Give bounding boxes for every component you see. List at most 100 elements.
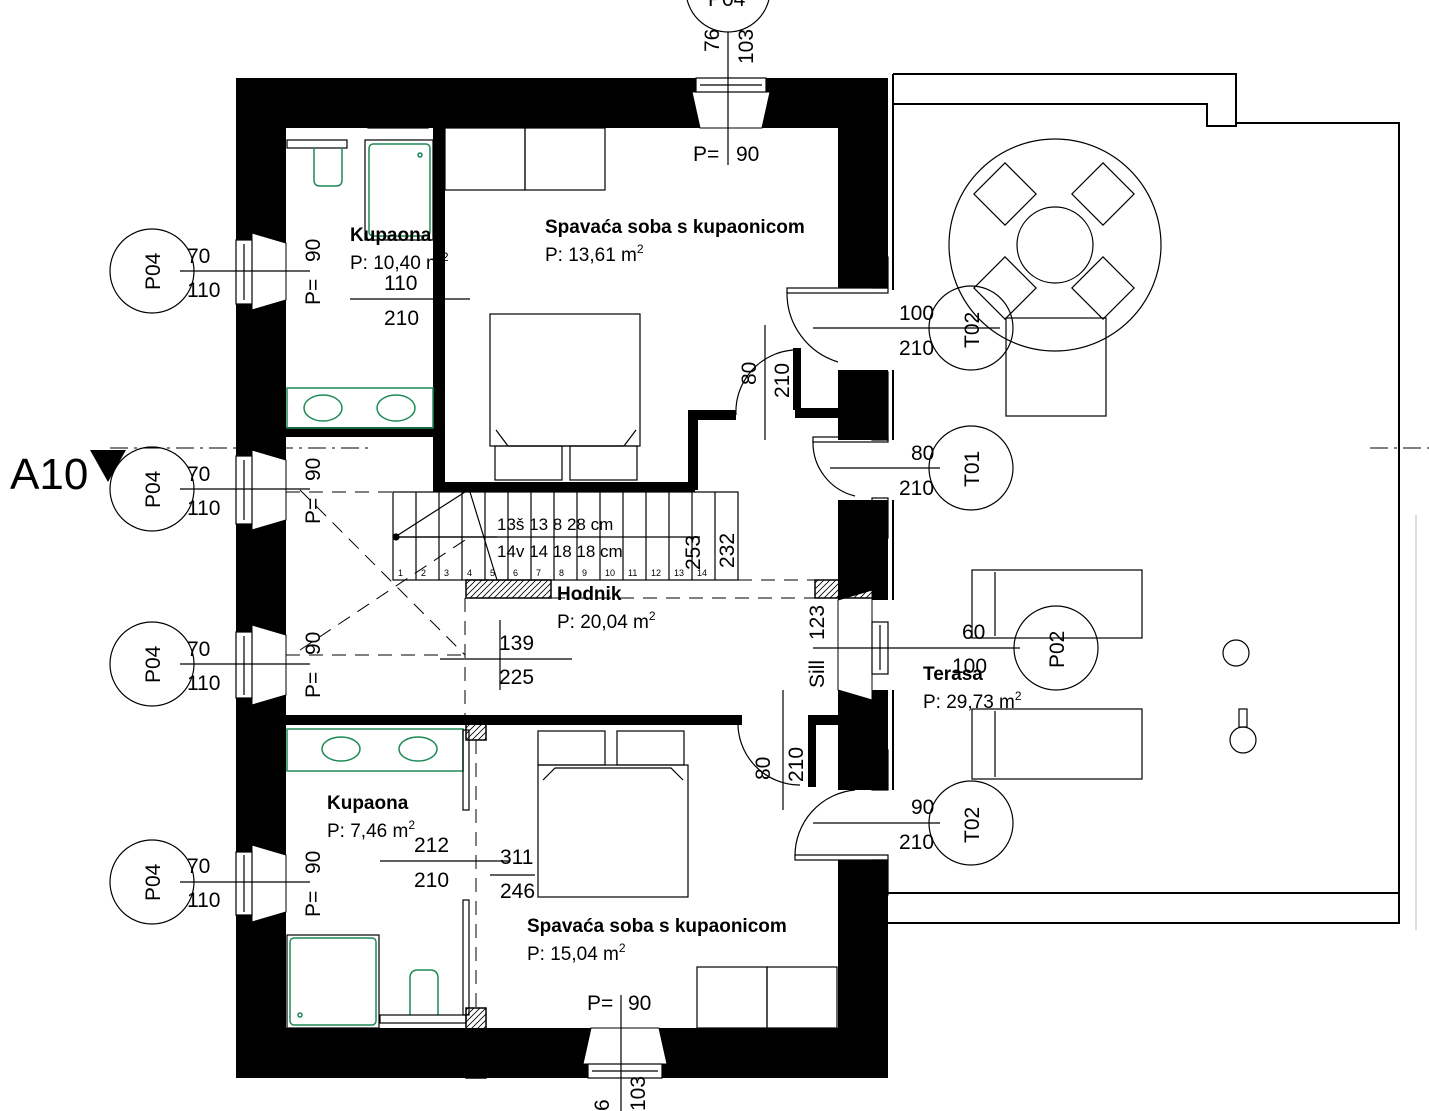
svg-text:Spavaća soba s kupaonicom: Spavaća soba s kupaonicom bbox=[527, 916, 787, 937]
svg-text:P04: P04 bbox=[142, 470, 165, 508]
stair-step-numbers: 1 2 3 4 5 6 7 8 9 10 11 12 13 14 bbox=[398, 568, 707, 578]
dimension-labels: 76 103 P= 90 70 110 P= 90 70 110 P= 90 7… bbox=[180, 29, 1020, 1111]
svg-text:110: 110 bbox=[187, 889, 220, 912]
svg-text:T02: T02 bbox=[961, 312, 984, 348]
sun-loungers bbox=[971, 569, 1257, 780]
svg-text:100: 100 bbox=[899, 302, 934, 325]
grid-axis bbox=[90, 447, 1429, 482]
svg-text:60: 60 bbox=[962, 621, 985, 644]
svg-text:103: 103 bbox=[627, 1076, 650, 1111]
tag-top-cut: P04 bbox=[686, 0, 770, 33]
svg-text:123: 123 bbox=[806, 605, 829, 640]
svg-text:90: 90 bbox=[911, 796, 934, 819]
svg-text:Sill: Sill bbox=[806, 660, 829, 688]
stairs-spec-line-1: 13š 13 8 28 cm bbox=[497, 515, 613, 534]
svg-text:P: 20,04 m2: P: 20,04 m2 bbox=[557, 609, 656, 633]
svg-text:110: 110 bbox=[187, 497, 220, 520]
svg-text:2: 2 bbox=[421, 568, 426, 578]
svg-text:139: 139 bbox=[499, 632, 534, 655]
svg-text:90: 90 bbox=[736, 143, 759, 166]
svg-text:90: 90 bbox=[302, 632, 325, 655]
svg-text:210: 210 bbox=[771, 363, 794, 398]
svg-text:80: 80 bbox=[738, 362, 761, 385]
svg-text:P: 7,46 m2: P: 7,46 m2 bbox=[327, 818, 415, 842]
doors bbox=[735, 256, 889, 896]
svg-text:P=: P= bbox=[302, 672, 325, 698]
bedroom-bottom-fixtures bbox=[537, 730, 838, 1029]
svg-text:13: 13 bbox=[674, 568, 684, 578]
svg-text:70: 70 bbox=[187, 638, 210, 661]
svg-text:311: 311 bbox=[500, 846, 533, 869]
room-label-bedroom-top: Spavaća soba s kupaonicom P: 13,61 m2 bbox=[545, 217, 805, 266]
svg-text:P: 13,61 m2: P: 13,61 m2 bbox=[545, 242, 644, 266]
svg-text:210: 210 bbox=[384, 307, 419, 330]
section-marker-label: A10 bbox=[10, 450, 88, 499]
svg-text:110: 110 bbox=[384, 272, 417, 295]
svg-text:Kupaona: Kupaona bbox=[350, 225, 432, 246]
bedroom-top-fixtures bbox=[444, 127, 641, 481]
svg-text:P02: P02 bbox=[1046, 631, 1069, 668]
room-label-hallway: Hodnik P: 20,04 m2 bbox=[557, 584, 656, 633]
section-triangle-icon bbox=[90, 450, 126, 482]
stairs-spec-line-2: 14v 14 18 18 cm bbox=[497, 542, 623, 561]
tag-t02-bottom: T02 bbox=[928, 780, 1014, 866]
room-label-bedroom-bottom: Spavaća soba s kupaonicom P: 15,04 m2 bbox=[527, 916, 787, 965]
svg-text:Hodnik: Hodnik bbox=[557, 584, 622, 605]
svg-text:103: 103 bbox=[735, 29, 758, 64]
svg-text:11: 11 bbox=[628, 568, 637, 578]
svg-text:90: 90 bbox=[628, 992, 651, 1015]
svg-text:P04: P04 bbox=[708, 0, 746, 11]
svg-text:8: 8 bbox=[559, 568, 564, 578]
svg-text:P: 29,73 m2: P: 29,73 m2 bbox=[923, 689, 1022, 713]
svg-text:P=: P= bbox=[693, 143, 719, 166]
staircase bbox=[392, 491, 739, 581]
hallway-dashed-lines bbox=[286, 489, 838, 1008]
svg-text:80: 80 bbox=[911, 442, 934, 465]
svg-text:P=: P= bbox=[302, 498, 325, 524]
room-label-terrace: Terasa P: 29,73 m2 bbox=[923, 664, 1022, 713]
bath-bottom-fixtures bbox=[286, 728, 470, 1029]
svg-text:T01: T01 bbox=[961, 451, 984, 487]
svg-text:10: 10 bbox=[605, 568, 615, 578]
svg-text:Kupaona: Kupaona bbox=[327, 793, 409, 814]
svg-text:210: 210 bbox=[785, 747, 808, 782]
svg-text:212: 212 bbox=[414, 834, 449, 857]
svg-text:76: 76 bbox=[701, 29, 724, 52]
svg-text:70: 70 bbox=[187, 463, 210, 486]
svg-text:P04: P04 bbox=[142, 863, 165, 901]
exterior-walls bbox=[236, 78, 888, 1078]
svg-text:210: 210 bbox=[899, 831, 934, 854]
svg-text:100: 100 bbox=[952, 655, 987, 678]
svg-text:14: 14 bbox=[697, 568, 707, 578]
hatched-walls bbox=[465, 579, 886, 1079]
tag-p02: P02 bbox=[1013, 605, 1099, 691]
terrace-table-set bbox=[948, 138, 1162, 417]
svg-text:210: 210 bbox=[899, 477, 934, 500]
svg-text:210: 210 bbox=[414, 869, 449, 892]
svg-text:P: 15,04 m2: P: 15,04 m2 bbox=[527, 941, 626, 965]
svg-text:70: 70 bbox=[187, 855, 210, 878]
svg-text:90: 90 bbox=[302, 851, 325, 874]
svg-text:P=: P= bbox=[302, 279, 325, 305]
svg-text:110: 110 bbox=[187, 672, 220, 695]
svg-text:7: 7 bbox=[536, 568, 541, 578]
svg-text:P04: P04 bbox=[142, 645, 165, 683]
svg-text:70: 70 bbox=[187, 245, 210, 268]
svg-text:Terasa: Terasa bbox=[923, 664, 983, 685]
svg-text:225: 225 bbox=[499, 666, 534, 689]
stairs-dim-253: 253 bbox=[682, 535, 705, 570]
svg-text:110: 110 bbox=[187, 279, 220, 302]
svg-text:Spavaća soba s kupaonicom: Spavaća soba s kupaonicom bbox=[545, 217, 805, 238]
svg-text:6: 6 bbox=[513, 568, 518, 578]
svg-text:5: 5 bbox=[490, 568, 495, 578]
svg-text:80: 80 bbox=[752, 757, 775, 780]
interior-walls bbox=[286, 128, 838, 787]
svg-text:P=: P= bbox=[302, 891, 325, 917]
svg-text:90: 90 bbox=[302, 458, 325, 481]
terrace-outline bbox=[888, 73, 1417, 930]
svg-text:T02: T02 bbox=[961, 807, 984, 843]
svg-text:P=: P= bbox=[587, 992, 613, 1015]
bath-top-fixtures bbox=[286, 101, 442, 429]
svg-text:246: 246 bbox=[500, 880, 535, 903]
svg-text:P04: P04 bbox=[142, 252, 165, 290]
